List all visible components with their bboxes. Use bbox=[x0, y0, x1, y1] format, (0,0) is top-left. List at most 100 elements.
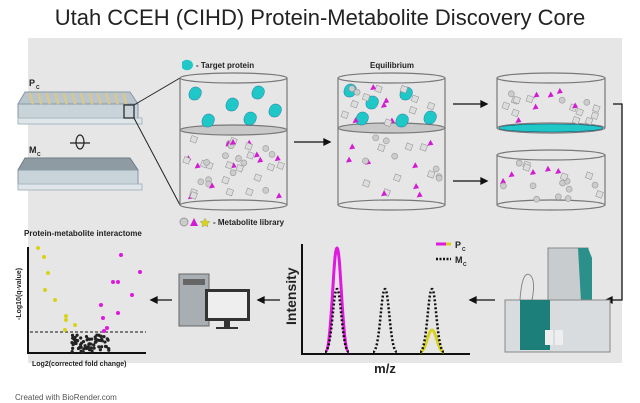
metabolite-triangle bbox=[370, 84, 377, 91]
volcano-point-ns bbox=[71, 346, 75, 350]
metabolite-circle bbox=[435, 174, 443, 182]
metabolite-circle bbox=[533, 195, 540, 203]
metabolite-circle bbox=[583, 99, 591, 106]
metabolite-triangle bbox=[349, 143, 356, 150]
volcano-plot: Protein-metabolite interactome -Log10(q-… bbox=[16, 229, 146, 368]
triangle-metabolite-icon bbox=[190, 218, 198, 226]
volcano-point-ns bbox=[84, 334, 89, 339]
svg-text:C: C bbox=[36, 85, 40, 91]
metabolite-square bbox=[595, 190, 604, 199]
volcano-point-ns bbox=[84, 346, 89, 351]
metabolite-square bbox=[253, 173, 262, 182]
circle-metabolite-icon bbox=[179, 217, 189, 227]
metabolite-triangle bbox=[229, 138, 236, 145]
metabolite-circle bbox=[268, 151, 276, 158]
metabolite-circle bbox=[235, 155, 242, 162]
metabolite-circle bbox=[564, 195, 572, 202]
metabolite-square bbox=[361, 93, 371, 102]
metabolite-triangle bbox=[194, 162, 201, 169]
volcano-point-up bbox=[116, 280, 120, 284]
volcano-point-ns bbox=[100, 345, 104, 349]
target-protein-label: - Target protein bbox=[196, 61, 254, 70]
metabolite-triangle bbox=[533, 91, 540, 98]
metabolite-square bbox=[276, 161, 285, 170]
metabolite-triangle bbox=[413, 183, 420, 190]
intensity-label: Intensity bbox=[283, 267, 299, 325]
svg-text:P: P bbox=[29, 78, 35, 88]
volcano-point-up bbox=[138, 270, 142, 274]
metabolite-triangle bbox=[508, 171, 515, 178]
volcano-point-ns bbox=[107, 348, 111, 352]
svg-text:P: P bbox=[455, 240, 461, 250]
metabolite-circle bbox=[229, 169, 237, 177]
metabolite-square bbox=[501, 101, 511, 111]
cylinder-equilibrium bbox=[337, 72, 446, 211]
metabolite-square bbox=[245, 187, 254, 197]
metabolite-square bbox=[592, 104, 601, 113]
metabolite-square bbox=[340, 110, 350, 119]
metabolite-circle bbox=[555, 193, 562, 201]
metabolite-circle bbox=[515, 159, 523, 167]
metabolite-triangle bbox=[253, 151, 260, 158]
metabolite-square bbox=[512, 95, 521, 105]
volcano-point-ns bbox=[79, 336, 83, 340]
metabolite-square bbox=[182, 156, 191, 165]
volcano-point-ns bbox=[92, 343, 96, 347]
volcano-point-ns bbox=[75, 338, 79, 343]
volcano-point-ns bbox=[90, 349, 94, 353]
metabolite-triangle bbox=[380, 101, 387, 108]
volcano-point-ns bbox=[70, 350, 74, 354]
cylinder-initial bbox=[179, 72, 288, 211]
metabolite-triangle bbox=[412, 162, 419, 169]
volcano-point-ns bbox=[103, 340, 107, 344]
volcano-point-down bbox=[73, 323, 77, 327]
volcano-point-ns bbox=[103, 344, 108, 348]
metabolite-circle bbox=[362, 157, 369, 165]
metabolite-circle bbox=[508, 90, 515, 98]
volcano-point-down bbox=[43, 288, 47, 292]
volcano-point-ns bbox=[73, 335, 77, 340]
volcano-point-ns bbox=[98, 348, 102, 352]
target-protein bbox=[251, 85, 265, 100]
volcano-point-up bbox=[101, 316, 105, 320]
metabolite-square bbox=[377, 143, 386, 152]
cylinder-protein-fraction bbox=[496, 72, 606, 134]
metabolite-square bbox=[393, 173, 402, 182]
metabolite-square bbox=[571, 115, 581, 125]
metabolite-square bbox=[235, 163, 245, 173]
svg-text:M: M bbox=[29, 145, 37, 155]
metabolite-circle bbox=[500, 182, 507, 190]
volcano-point-ns bbox=[90, 337, 94, 341]
mass-spectrometer-icon bbox=[504, 247, 611, 353]
volcano-point-down bbox=[64, 318, 68, 322]
pc-peak-1 bbox=[323, 246, 351, 354]
volcano-point-down bbox=[53, 298, 57, 302]
volcano-point-ns bbox=[85, 338, 89, 342]
zoom-box bbox=[123, 104, 135, 119]
mc-peak-2 bbox=[371, 287, 399, 354]
metabolite-triangle bbox=[532, 103, 539, 110]
metabolite-square bbox=[189, 191, 198, 200]
metabolite-triangle bbox=[274, 155, 281, 162]
volcano-point-ns bbox=[92, 346, 96, 350]
flow-arrows bbox=[149, 99, 623, 305]
plate-pc: P C bbox=[17, 78, 143, 125]
volcano-point-ns bbox=[97, 333, 101, 337]
volcano-point-up bbox=[130, 293, 134, 297]
metabolite-square bbox=[266, 162, 276, 172]
metabolite-triangle bbox=[427, 139, 434, 146]
metabolite-circle bbox=[262, 145, 270, 152]
target-protein bbox=[355, 111, 369, 126]
star-metabolite-icon bbox=[199, 217, 211, 228]
protein-pellet bbox=[498, 123, 604, 133]
volcano-point-down bbox=[64, 314, 68, 318]
metabolite-triangle bbox=[572, 102, 579, 109]
svg-text:C: C bbox=[462, 247, 466, 253]
volcano-point-ns bbox=[73, 341, 78, 346]
target-protein bbox=[188, 86, 202, 101]
metabolite-triangle bbox=[556, 87, 563, 94]
volcano-point-ns bbox=[100, 339, 104, 343]
metabolite-circle bbox=[353, 88, 361, 96]
volcano-point-ns bbox=[93, 335, 97, 339]
